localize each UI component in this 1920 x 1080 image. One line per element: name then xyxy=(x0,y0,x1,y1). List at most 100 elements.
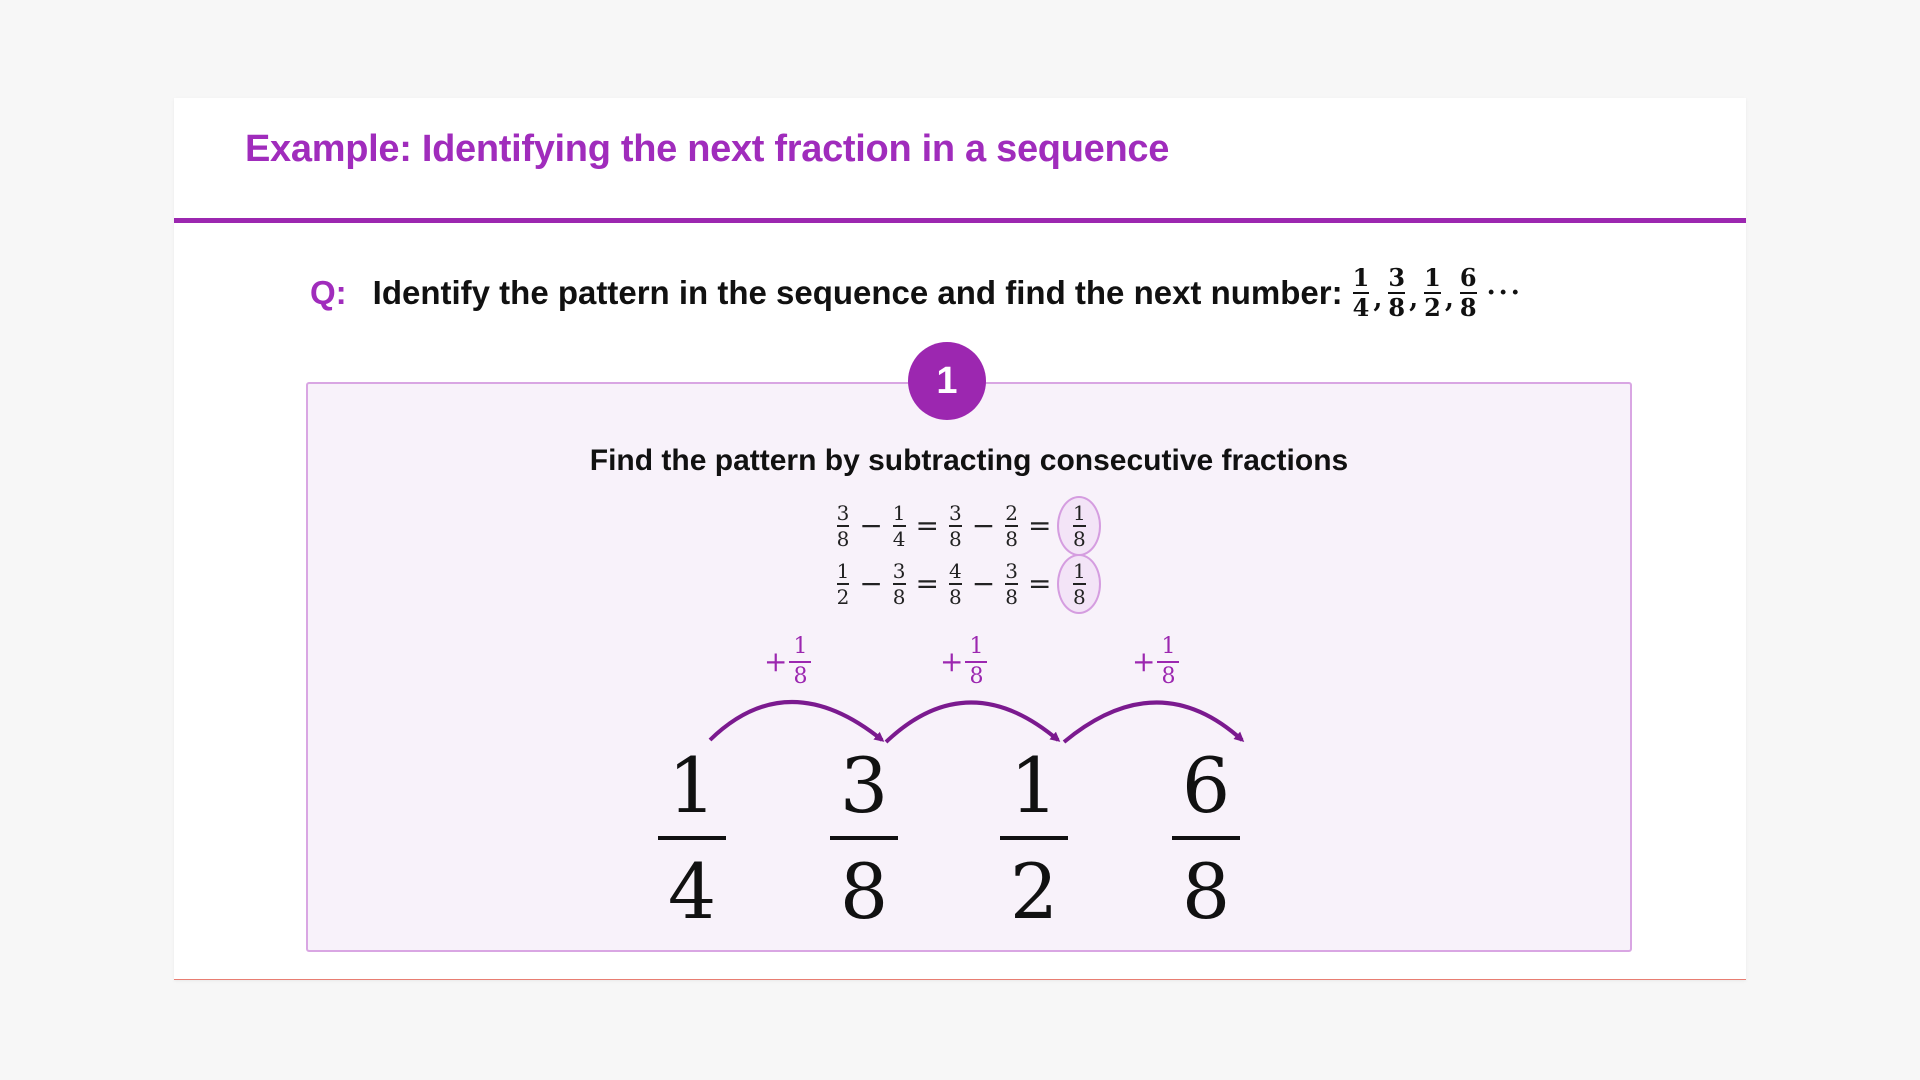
denominator: 8 xyxy=(892,584,906,609)
fraction-bar xyxy=(949,583,962,585)
minus-sign: − xyxy=(971,567,996,600)
fraction-bar xyxy=(1352,292,1370,294)
denominator: 8 xyxy=(793,663,808,689)
separator: , xyxy=(1409,284,1419,314)
fraction-bar xyxy=(965,661,988,663)
denominator: 8 xyxy=(969,663,984,689)
denominator: 8 xyxy=(1459,293,1477,322)
numerator: 6 xyxy=(1181,741,1231,830)
plus-sign: + xyxy=(940,645,964,679)
fraction-bar xyxy=(836,583,850,585)
plus-sign: + xyxy=(1132,645,1156,679)
numerator: 3 xyxy=(1005,559,1018,584)
denominator: 8 xyxy=(839,847,889,936)
denominator: 8 xyxy=(1388,293,1406,322)
numerator: 3 xyxy=(949,501,962,526)
fraction-bar xyxy=(830,836,898,840)
denominator: 4 xyxy=(1352,293,1370,322)
numerator: 3 xyxy=(836,501,850,526)
jump-arrow-3 xyxy=(1062,700,1245,744)
denominator: 8 xyxy=(1181,847,1231,936)
equals-sign: = xyxy=(915,567,939,600)
denominator: 2 xyxy=(836,584,850,609)
fraction-bar xyxy=(658,836,726,840)
step-heading: Find the pattern by subtracting consecut… xyxy=(589,444,1349,477)
question: Q: Identify the pattern in the sequence … xyxy=(310,263,1523,323)
title-divider xyxy=(174,218,1746,223)
denominator: 8 xyxy=(949,526,962,551)
numerator: 1 xyxy=(1161,634,1176,659)
denominator: 8 xyxy=(836,526,850,551)
fraction-bar xyxy=(789,661,812,663)
numerator: 1 xyxy=(1352,263,1370,292)
step-number-badge: 1 xyxy=(908,342,986,420)
plus-sign: + xyxy=(764,645,788,679)
separator: , xyxy=(1373,284,1383,314)
fraction-bar xyxy=(1005,583,1018,585)
numerator: 4 xyxy=(949,559,962,584)
separator: , xyxy=(1444,284,1454,314)
fraction-bar xyxy=(1000,836,1068,840)
denominator: 8 xyxy=(1073,584,1086,609)
big-fraction-1: 1 4 xyxy=(658,748,726,930)
numerator: 1 xyxy=(969,634,984,659)
fraction-bar xyxy=(1073,525,1086,527)
jump-arrow-2 xyxy=(884,700,1061,744)
slide: Example: Identifying the next fraction i… xyxy=(174,98,1746,980)
numerator: 1 xyxy=(1424,263,1441,292)
sequence-fraction-3: 1 2 xyxy=(1424,266,1441,320)
denominator: 2 xyxy=(1424,293,1441,322)
numerator: 1 xyxy=(1073,501,1086,526)
fraction-bar xyxy=(836,525,850,527)
fraction-bar xyxy=(1388,292,1406,294)
big-fraction-2: 3 8 xyxy=(830,748,898,930)
numerator: 6 xyxy=(1459,263,1477,292)
denominator: 2 xyxy=(1009,847,1059,936)
slide-bottom-border xyxy=(174,979,1746,980)
step-box: Find the pattern by subtracting consecut… xyxy=(306,382,1632,952)
minus-sign: − xyxy=(859,567,883,600)
big-fraction-3: 1 2 xyxy=(1000,748,1068,930)
numerator: 1 xyxy=(1073,559,1086,584)
fraction-bar xyxy=(1073,583,1086,585)
fraction-bar xyxy=(892,525,906,527)
sequence-fraction-1: 1 4 xyxy=(1352,263,1370,322)
numerator: 3 xyxy=(1388,263,1406,292)
fraction-bar xyxy=(1172,836,1240,840)
numerator: 1 xyxy=(667,741,717,830)
equals-sign: = xyxy=(915,509,939,542)
denominator: 4 xyxy=(892,526,906,551)
slide-title: Example: Identifying the next fraction i… xyxy=(245,128,1170,170)
jump-arrow-1 xyxy=(708,700,885,742)
question-label: Q: xyxy=(310,274,347,311)
sequence: 1 4 , 3 8 , 1 2 , 6 8 ··· xyxy=(1352,263,1523,322)
jump-label-2: + 1 8 xyxy=(940,634,988,689)
denominator: 8 xyxy=(1005,526,1018,551)
numerator: 1 xyxy=(1009,741,1059,830)
numerator: 3 xyxy=(839,741,889,830)
jump-arrows xyxy=(708,700,1245,744)
numerator: 3 xyxy=(892,559,906,584)
denominator: 4 xyxy=(667,847,717,936)
fraction-bar xyxy=(1157,661,1180,663)
fraction-bar xyxy=(949,525,962,527)
minus-sign: − xyxy=(859,509,883,542)
fraction-bar xyxy=(1424,292,1441,294)
denominator: 8 xyxy=(949,584,962,609)
denominator: 8 xyxy=(1073,526,1086,551)
big-fraction-4: 6 8 xyxy=(1172,748,1240,930)
